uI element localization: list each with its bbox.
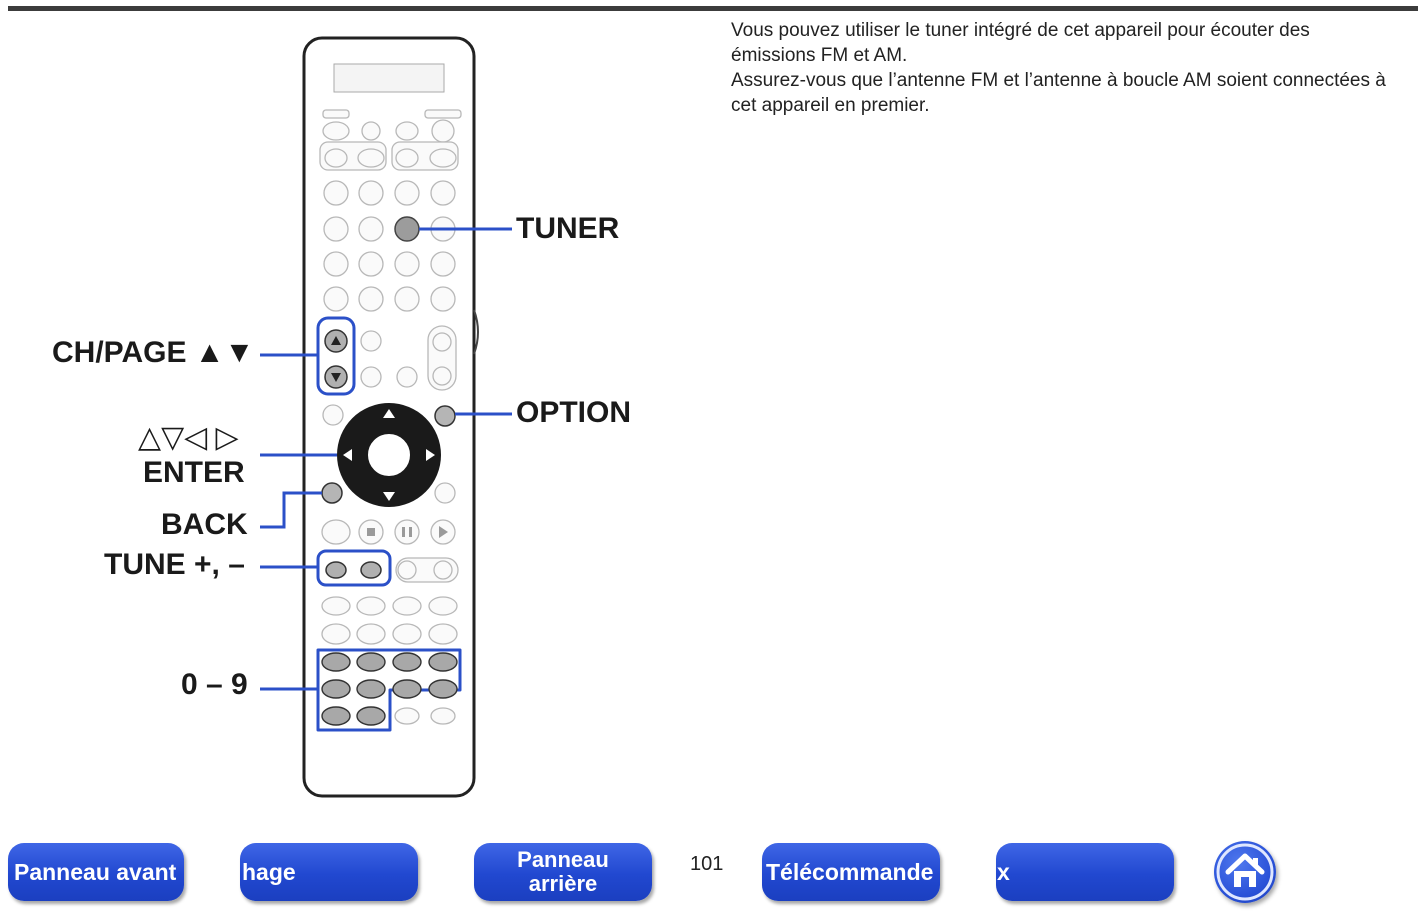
digit-keys-frame	[316, 648, 462, 732]
intro-line-2: Assurez-vous que l’antenne FM et l’anten…	[731, 70, 1386, 116]
remote-display-window	[333, 63, 445, 93]
intro-line-1: Vous pouvez utiliser le tuner intégré de…	[731, 20, 1310, 66]
nav-remote-button[interactable]: Télécommande	[762, 843, 940, 901]
callout-lines	[260, 227, 512, 691]
callout-back: BACK	[161, 508, 248, 541]
callout-tuner: TUNER	[516, 212, 620, 245]
callout-ch-page: CH/PAGE ▲▼	[52, 336, 255, 369]
tuner-key	[394, 216, 420, 242]
nav-rear-panel-button[interactable]: Panneau arrière	[474, 843, 652, 901]
page-number: 101	[690, 853, 724, 875]
digit-keys	[321, 652, 458, 726]
nav-front-panel-label: Panneau avant	[14, 858, 177, 885]
nav-display-label: hage	[242, 858, 296, 885]
callout-option: OPTION	[516, 396, 632, 429]
remote-control-figure: TUNER OPTION CH/PAGE ▲▼ △▽◁ ▷ ENTER BACK…	[0, 0, 700, 830]
top-rule	[8, 6, 1418, 11]
nav-index-label: x	[997, 858, 1010, 885]
nav-remote-label: Télécommande	[766, 858, 934, 885]
back-key	[321, 482, 343, 504]
nav-front-panel-button[interactable]: Panneau avant	[8, 843, 184, 901]
nav-display-button[interactable]: hage	[240, 843, 418, 901]
remote-control-illustration	[260, 36, 512, 798]
nav-rear-panel-label-1: Panneau	[517, 847, 609, 872]
intro-text: Vous pouvez utiliser le tuner intégré de…	[731, 18, 1391, 118]
callout-tune: TUNE +, –	[104, 548, 245, 581]
nav-index-button[interactable]: x	[996, 843, 1174, 901]
nav-rear-panel-label-2: arrière	[528, 871, 598, 896]
home-button[interactable]	[1214, 841, 1276, 903]
remote-side-bump	[473, 309, 479, 355]
remote-faint-buttons	[319, 109, 462, 725]
callout-enter: ENTER	[143, 456, 245, 489]
remote-faint-glyphs	[367, 526, 448, 538]
home-icon	[1216, 843, 1274, 901]
option-key	[434, 405, 456, 427]
callout-digits: 0 – 9	[181, 668, 248, 701]
callout-arrows: △▽◁ ▷	[138, 421, 239, 454]
